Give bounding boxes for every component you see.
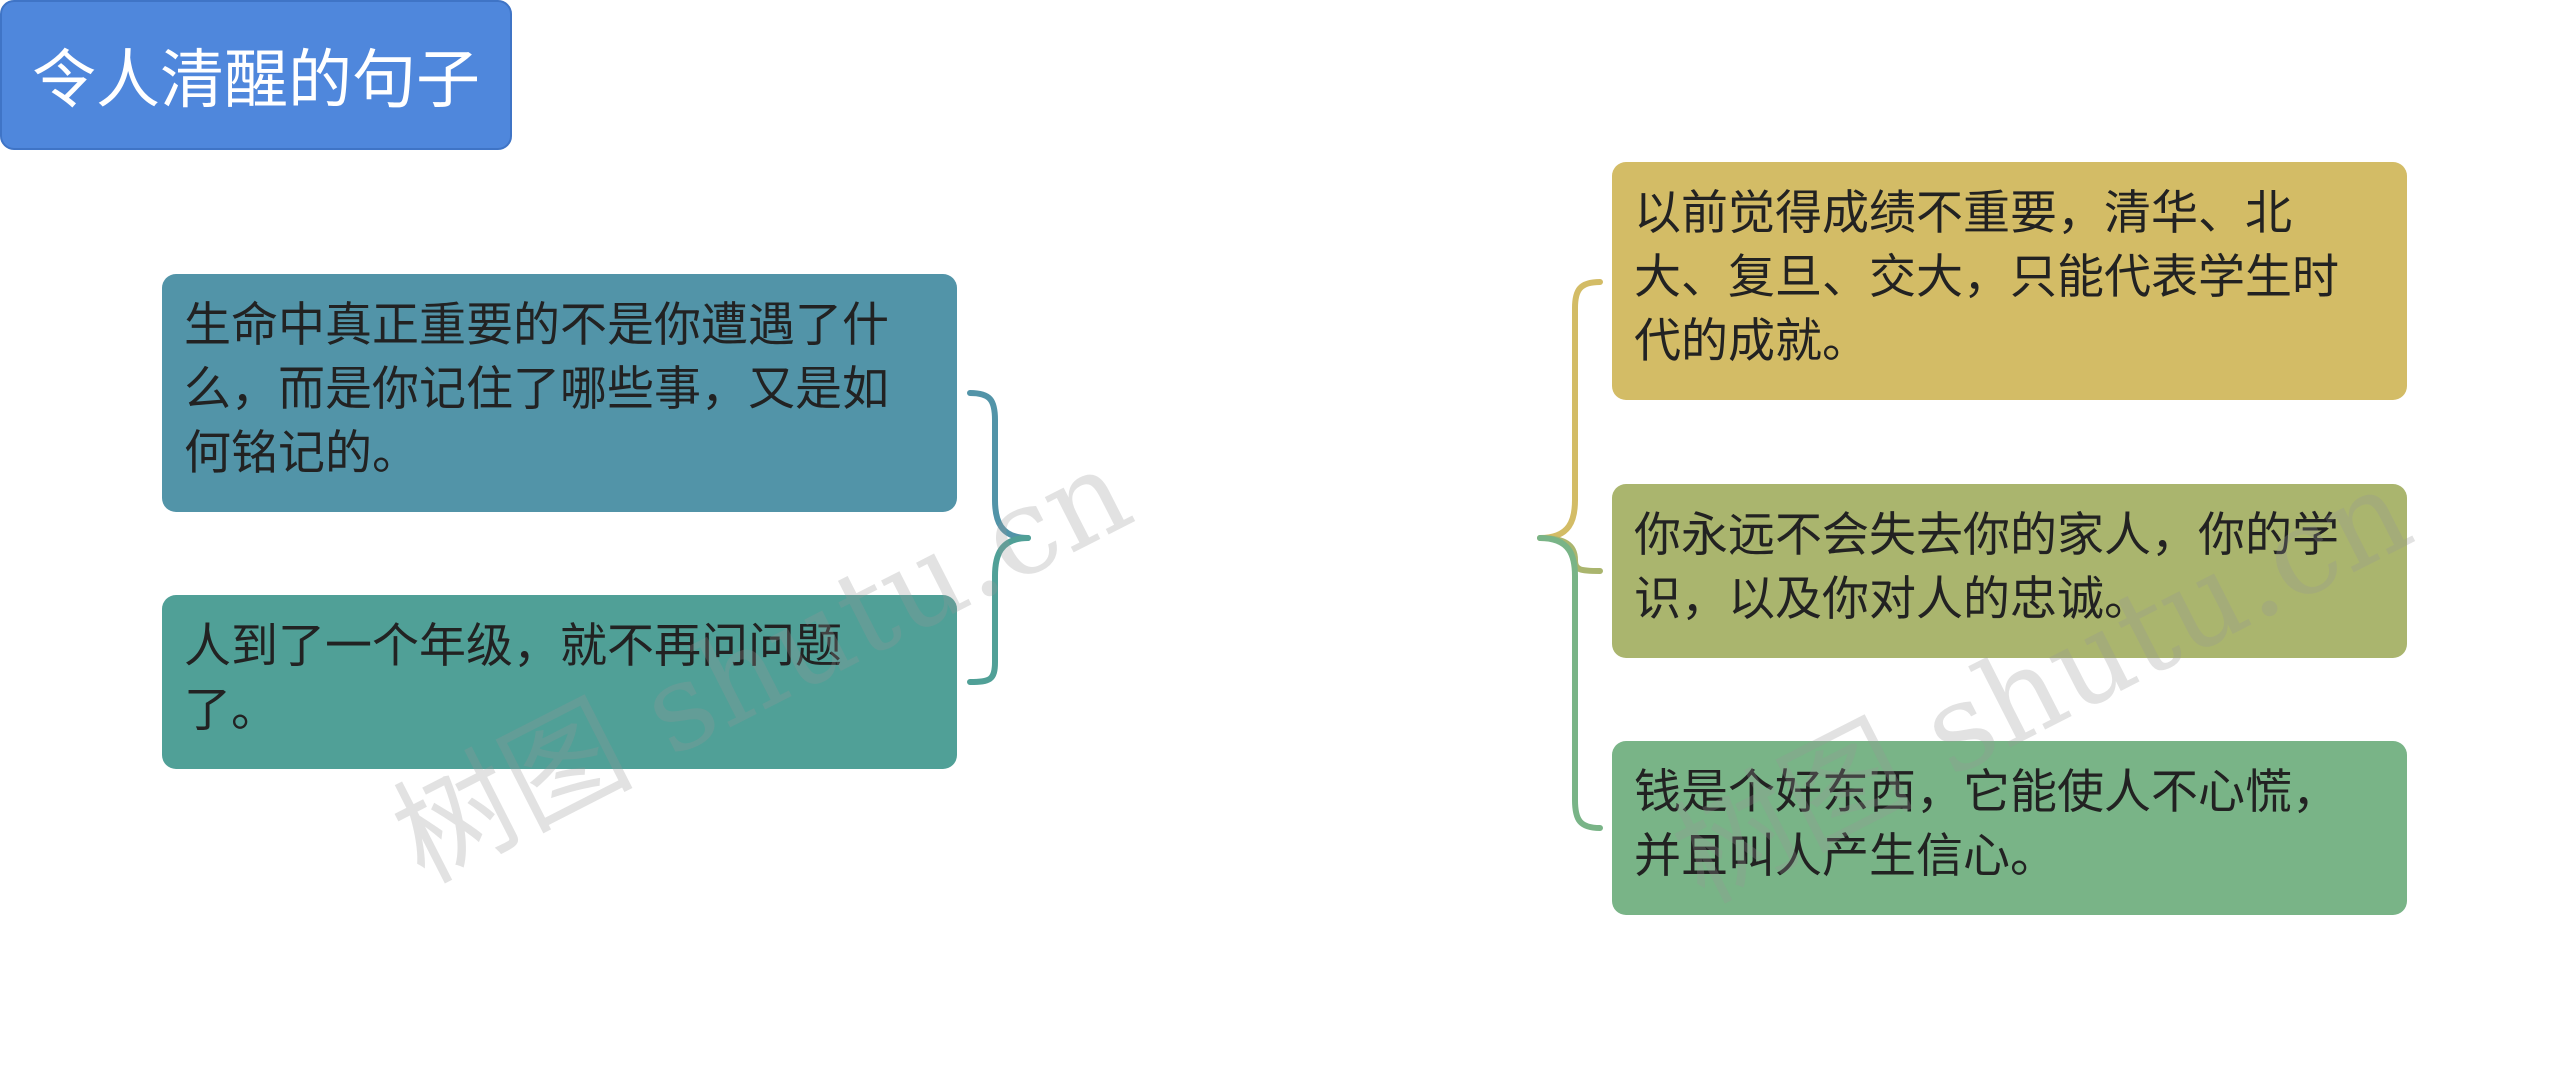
connector-left-2 [967, 535, 1031, 685]
topic-text: 以前觉得成绩不重要，清华、北大、复旦、交大，只能代表学生时代的成就。 [1634, 186, 2339, 369]
topic-right-3[interactable]: 钱是个好东西，它能使人不心慌，并且叫人产生信心。 [1612, 741, 2407, 915]
topic-text: 你永远不会失去你的家人，你的学识，以及你对人的忠诚。 [1634, 508, 2339, 627]
connector-right-2 [1537, 535, 1603, 574]
topic-right-1[interactable]: 以前觉得成绩不重要，清华、北大、复旦、交大，只能代表学生时代的成就。 [1612, 162, 2407, 400]
topic-left-1[interactable]: 生命中真正重要的不是你遭遇了什么，而是你记住了哪些事，又是如何铭记的。 [162, 274, 957, 512]
topic-text: 人到了一个年级，就不再问问题了。 [184, 619, 842, 738]
root-topic-label: 令人清醒的句子 [32, 44, 480, 118]
connector-right-3 [1537, 535, 1603, 831]
connector-left-1 [967, 390, 1031, 541]
topic-left-2[interactable]: 人到了一个年级，就不再问问题了。 [162, 595, 957, 769]
topic-text: 生命中真正重要的不是你遭遇了什么，而是你记住了哪些事，又是如何铭记的。 [184, 298, 889, 481]
topic-right-2[interactable]: 你永远不会失去你的家人，你的学识，以及你对人的忠诚。 [1612, 484, 2407, 658]
topic-text: 钱是个好东西，它能使人不心慌，并且叫人产生信心。 [1634, 765, 2339, 884]
root-topic[interactable]: 令人清醒的句子 [0, 0, 512, 150]
connector-right-1 [1537, 279, 1603, 541]
